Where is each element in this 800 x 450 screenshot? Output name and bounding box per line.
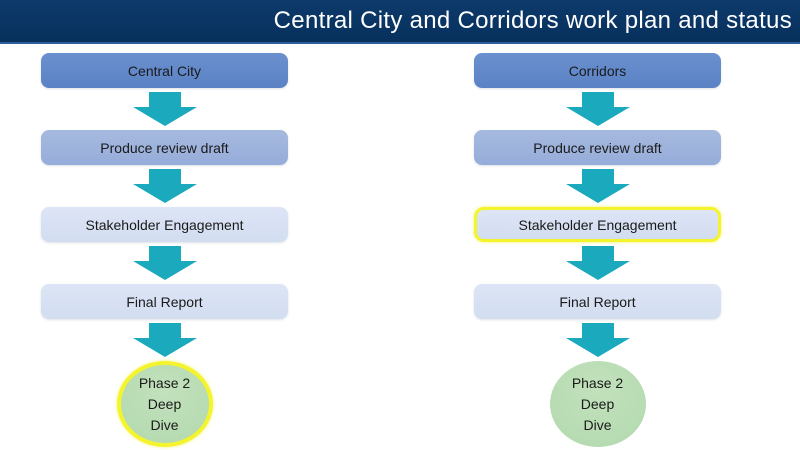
down-arrow-icon <box>565 323 630 357</box>
flow-box-stakeholder-engagement-highlighted: Stakeholder Engagement <box>474 207 721 242</box>
down-arrow-icon <box>132 92 197 126</box>
phase-circle-line: Dive <box>583 416 612 433</box>
down-arrow-icon <box>132 169 197 203</box>
flow-column-central-city: Central City Produce review draft Stakeh… <box>41 53 288 447</box>
phase2-deep-dive-circle: Phase 2 Deep Dive <box>549 361 646 447</box>
flow-box-produce-review-draft: Produce review draft <box>474 130 721 165</box>
flow-box-label: Produce review draft <box>100 139 229 156</box>
phase-circle-line: Deep <box>580 395 615 412</box>
phase-circle-line: Phase 2 <box>571 374 624 391</box>
flow-box-label: Central City <box>127 62 202 79</box>
flow-box-corridors-header: Corridors <box>474 53 721 88</box>
flow-box-label: Stakeholder Engagement <box>518 216 677 233</box>
down-arrow-icon <box>132 246 197 280</box>
flow-box-stakeholder-engagement: Stakeholder Engagement <box>41 207 288 242</box>
slide-title: Central City and Corridors work plan and… <box>273 7 792 34</box>
phase-circle-line: Phase 2 <box>138 374 191 391</box>
down-arrow-icon <box>565 92 630 126</box>
phase-circle-line: Dive <box>150 416 179 433</box>
flow-box-label: Produce review draft <box>533 139 662 156</box>
flow-box-final-report: Final Report <box>41 284 288 319</box>
down-arrow-icon <box>565 246 630 280</box>
flow-column-corridors: Corridors Produce review draft Stakehold… <box>474 53 721 447</box>
flow-box-label: Final Report <box>126 293 203 310</box>
flow-box-label: Corridors <box>568 62 627 79</box>
title-bar: Central City and Corridors work plan and… <box>0 0 800 44</box>
down-arrow-icon <box>565 169 630 203</box>
flow-box-label: Stakeholder Engagement <box>85 216 244 233</box>
phase-circle-line: Deep <box>147 395 182 412</box>
flowchart-canvas: Central City Produce review draft Stakeh… <box>0 46 800 450</box>
flow-box-produce-review-draft: Produce review draft <box>41 130 288 165</box>
flow-box-final-report: Final Report <box>474 284 721 319</box>
down-arrow-icon <box>132 323 197 357</box>
flow-box-central-city-header: Central City <box>41 53 288 88</box>
phase2-deep-dive-circle-highlighted: Phase 2 Deep Dive <box>116 361 213 447</box>
flow-box-label: Final Report <box>559 293 636 310</box>
